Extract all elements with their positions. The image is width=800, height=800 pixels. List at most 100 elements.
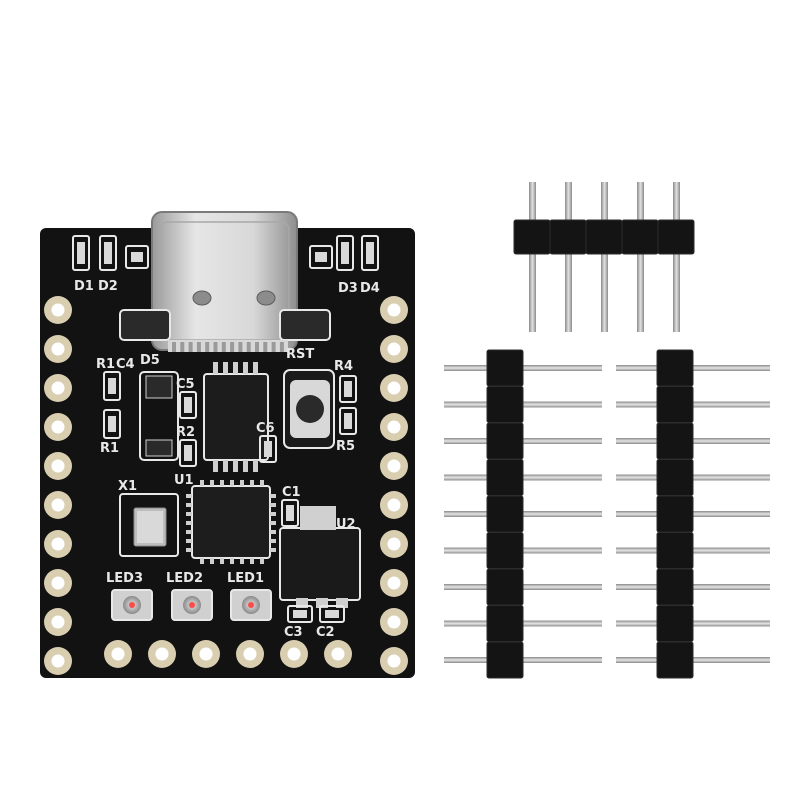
castellated-pad <box>380 413 408 441</box>
led-d1 <box>72 235 90 271</box>
header-housing <box>549 219 587 255</box>
mcu-pin <box>270 521 276 525</box>
header-pin <box>601 182 608 332</box>
usb-pin <box>180 342 185 352</box>
usb-pin <box>205 342 210 352</box>
header-housing <box>486 386 524 423</box>
right-castellated-pads <box>380 296 408 675</box>
resistor-r1 <box>103 371 121 439</box>
mcu-pin <box>230 558 234 564</box>
silk-c5: C5 <box>176 377 195 392</box>
usb-pin <box>172 342 176 352</box>
capacitor-c1 <box>281 499 299 527</box>
bottom-castellated-pads <box>104 640 352 668</box>
mcu-pin <box>240 480 244 486</box>
header-housing <box>656 641 694 679</box>
ic-pin <box>253 362 258 374</box>
castellated-pad <box>380 335 408 363</box>
mcu-pin <box>186 521 192 525</box>
resistor-r2 <box>179 439 197 467</box>
mcu-pin <box>260 558 264 564</box>
silk-led1: LED1 <box>227 571 264 586</box>
silk-d2: D2 <box>98 279 118 294</box>
header-housing <box>621 219 659 255</box>
castellated-pad <box>44 335 72 363</box>
silk-led2: LED2 <box>166 571 203 586</box>
castellated-pad <box>104 640 132 668</box>
header-housing <box>486 422 524 460</box>
header-housing <box>656 568 694 606</box>
mcu-pin <box>210 558 214 564</box>
rgb-led-1 <box>230 589 272 621</box>
capacitor-c6 <box>259 435 277 463</box>
header-housing <box>486 495 524 533</box>
reset-button <box>283 369 335 449</box>
crystal-x1 <box>119 493 179 557</box>
diode-d5 <box>139 371 179 461</box>
silk-d3: D3 <box>338 281 358 296</box>
mcu-pin <box>186 503 192 507</box>
ic-pin <box>223 460 228 472</box>
castellated-pad <box>44 374 72 402</box>
castellated-pad <box>280 640 308 668</box>
left-castellated-pads <box>44 296 72 675</box>
usb-pin <box>213 342 218 352</box>
usb-pin <box>246 342 251 352</box>
ic-pin <box>233 460 238 472</box>
usb-c-connector <box>119 211 331 352</box>
header-housing <box>656 422 694 460</box>
long-pin-header-right <box>616 349 770 679</box>
mcu-pin <box>200 558 204 564</box>
silk-d1: D1 <box>74 279 94 294</box>
resistor-top-left <box>125 245 149 269</box>
header-housing <box>656 532 694 569</box>
usb-pin <box>279 342 284 352</box>
header-pin <box>637 182 644 332</box>
mcu-pin <box>250 558 254 564</box>
mcu-pin <box>186 548 192 552</box>
header-housing <box>585 219 623 255</box>
microcontroller-u1 <box>186 480 276 564</box>
silk-c4: C4 <box>116 357 135 372</box>
castellated-pad <box>148 640 176 668</box>
castellated-pad <box>236 640 264 668</box>
mcu-pin <box>186 494 192 498</box>
ic-pin <box>223 362 228 374</box>
silk-r4: R4 <box>334 359 353 374</box>
silk-c3: C3 <box>284 625 303 640</box>
silk-c6: C6 <box>256 421 275 436</box>
mcu-pin <box>240 558 244 564</box>
header-housing <box>657 219 695 255</box>
led-d3 <box>336 235 354 271</box>
header-pin <box>673 182 680 332</box>
castellated-pad <box>192 640 220 668</box>
castellated-pad <box>44 569 72 597</box>
castellated-pad <box>380 569 408 597</box>
ic-pin <box>213 362 218 374</box>
long-pin-header-left <box>444 349 602 679</box>
mcu-pin <box>250 480 254 486</box>
castellated-pad <box>380 647 408 675</box>
usb-pin <box>263 342 268 352</box>
silk-u2: U2 <box>336 517 356 532</box>
usb-serial-chip <box>203 362 269 472</box>
led-d4 <box>361 235 379 271</box>
mcu-pin <box>270 512 276 516</box>
silk-u1: U1 <box>174 473 194 488</box>
header-housing <box>486 349 524 387</box>
silk-r5: R5 <box>336 439 355 454</box>
led-d2 <box>99 235 117 271</box>
mcu-pin <box>270 539 276 543</box>
castellated-pad <box>44 413 72 441</box>
silk-rst: RST <box>286 347 314 362</box>
castellated-pad <box>44 608 72 636</box>
silk-r2: R2 <box>176 425 195 440</box>
resistor-r5 <box>339 407 357 435</box>
castellated-pad <box>380 491 408 519</box>
ic-pin <box>243 362 248 374</box>
usb-pin <box>271 342 276 352</box>
header-housing <box>656 495 694 533</box>
mcu-pin <box>270 530 276 534</box>
ic-pin <box>213 460 218 472</box>
